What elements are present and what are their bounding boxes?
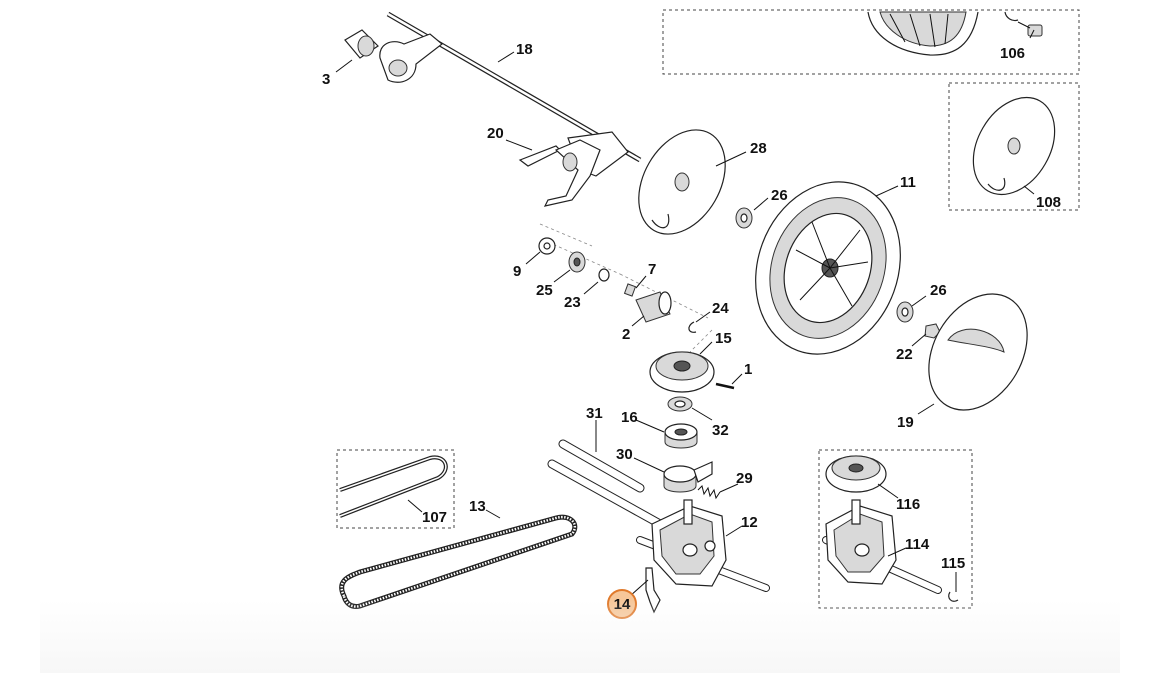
hubcap-108-drawing <box>972 96 1056 196</box>
bearing-26-bottom-drawing <box>896 301 914 323</box>
part-label-19[interactable]: 19 <box>897 414 914 431</box>
part-label-13[interactable]: 13 <box>469 498 486 515</box>
clutch-30-drawing <box>663 461 713 493</box>
part-label-12[interactable]: 12 <box>741 514 758 531</box>
part-label-115[interactable]: 115 <box>941 555 965 572</box>
bracket-20-drawing <box>518 139 601 207</box>
part-label-16[interactable]: 16 <box>621 409 638 426</box>
part-label-106[interactable]: 106 <box>1000 45 1025 62</box>
part-label-18[interactable]: 18 <box>516 41 533 58</box>
axle-18-drawing <box>379 11 642 177</box>
leader-lines <box>335 29 1035 597</box>
part-label-107[interactable]: 107 <box>422 509 447 526</box>
clip-24-drawing <box>688 321 697 333</box>
part-label-26-top[interactable]: 26 <box>771 187 788 204</box>
inset-box-116 <box>818 449 973 609</box>
part-label-23[interactable]: 23 <box>564 294 581 311</box>
part-label-30[interactable]: 30 <box>616 446 633 463</box>
hubcap-28-drawing <box>638 129 726 235</box>
part-label-2[interactable]: 2 <box>622 326 630 343</box>
part-label-31[interactable]: 31 <box>586 405 603 422</box>
washer-23-drawing <box>598 268 610 282</box>
washer-32-drawing <box>667 396 693 412</box>
bushing-16-drawing <box>664 423 698 449</box>
key-7-drawing <box>623 283 637 297</box>
shafts-31-drawing <box>547 439 665 529</box>
part-label-29[interactable]: 29 <box>736 470 753 487</box>
bolt-106-drawing <box>1004 11 1043 37</box>
part-label-7[interactable]: 7 <box>648 261 656 278</box>
part-label-15[interactable]: 15 <box>715 330 732 347</box>
gearbox-114-drawing <box>822 499 942 594</box>
wheel-11-drawing <box>755 181 901 355</box>
bottom-fade <box>40 600 1120 673</box>
pulley-15-drawing <box>649 351 715 393</box>
part-label-28[interactable]: 28 <box>750 140 767 157</box>
pin-1-drawing <box>715 382 735 390</box>
part-label-1[interactable]: 1 <box>744 361 752 378</box>
part-label-24[interactable]: 24 <box>712 300 729 317</box>
belt-107-drawing <box>339 455 448 518</box>
spring-29-drawing <box>697 485 721 500</box>
hubcap-19-drawing <box>928 293 1028 411</box>
part-label-3[interactable]: 3 <box>322 71 330 88</box>
part-label-22[interactable]: 22 <box>896 346 913 363</box>
pinion-2-drawing <box>635 291 672 323</box>
part-label-20[interactable]: 20 <box>487 125 504 142</box>
pulley-116-drawing <box>825 455 887 493</box>
wheel-fragment-drawing <box>867 11 979 56</box>
inset-box-108 <box>948 82 1080 211</box>
belt-13-drawing <box>339 514 578 609</box>
part-label-11[interactable]: 11 <box>900 174 916 191</box>
part-label-32[interactable]: 32 <box>712 422 729 439</box>
part-label-108[interactable]: 108 <box>1036 194 1061 211</box>
part-label-114[interactable]: 114 <box>905 536 930 553</box>
part-label-25[interactable]: 25 <box>536 282 553 299</box>
part-label-26-bottom[interactable]: 26 <box>930 282 947 299</box>
bearing-26-top-drawing <box>735 207 753 229</box>
part-label-116[interactable]: 116 <box>896 496 920 513</box>
bushing-3-drawing <box>344 29 379 59</box>
bearing-25-drawing <box>568 251 586 273</box>
gearbox-12-drawing <box>636 499 770 592</box>
washer-9-drawing <box>538 237 556 255</box>
inset-box-107 <box>336 449 455 529</box>
part-label-9[interactable]: 9 <box>513 263 521 280</box>
part-labels: 3 18 20 28 26 11 106 108 9 25 23 7 2 24 … <box>322 41 1061 572</box>
